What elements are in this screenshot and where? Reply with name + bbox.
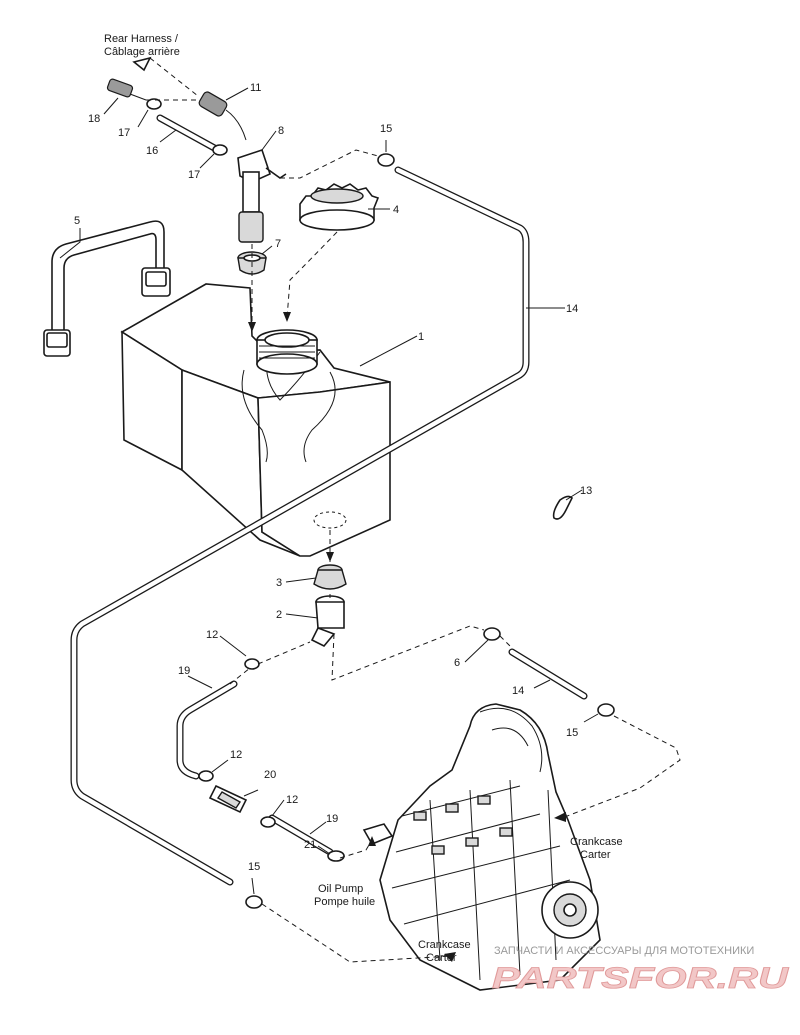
part-18-sensor <box>106 78 147 101</box>
crankcase-right-label-line1: Crankcase <box>570 836 623 848</box>
direction-arrows <box>132 56 566 962</box>
callout-3: 3 <box>276 577 282 589</box>
rear-harness-label-line1: Rear Harness / <box>104 33 179 45</box>
callout-12-a: 12 <box>206 629 218 641</box>
part-8-vent-fitting <box>237 148 287 243</box>
callout-2: 2 <box>276 609 282 621</box>
callout-12-b: 12 <box>230 749 242 761</box>
assembly-guide-lines <box>146 57 681 963</box>
callout-15-a: 15 <box>380 123 392 135</box>
callout-20: 20 <box>264 769 276 781</box>
callout-5: 5 <box>74 215 80 227</box>
callout-19-b: 19 <box>326 813 338 825</box>
rear-harness-label-line2: Câblage arrière <box>104 46 180 58</box>
callout-7: 7 <box>275 238 281 250</box>
part-3-outlet-grommet <box>313 564 347 590</box>
part-14-short-hose <box>508 648 588 700</box>
callout-numbers: 1 2 3 4 5 6 7 8 11 12 12 12 13 14 14 15 … <box>74 82 592 873</box>
part-20-inline-filter <box>208 784 248 814</box>
callout-13: 13 <box>580 485 592 497</box>
callout-6: 6 <box>454 657 460 669</box>
part-15-clamps <box>245 153 615 909</box>
callout-8: 8 <box>278 125 284 137</box>
callout-15-c: 15 <box>248 861 260 873</box>
callout-4: 4 <box>393 204 399 216</box>
callout-17-a: 17 <box>118 127 130 139</box>
callout-17-b: 17 <box>188 169 200 181</box>
part-13-clip <box>552 495 573 520</box>
part-5-strap <box>43 220 171 357</box>
callout-14-b: 14 <box>512 685 524 697</box>
part-1-oil-tank <box>120 283 391 557</box>
callout-15-b: 15 <box>566 727 578 739</box>
callout-18: 18 <box>88 113 100 125</box>
text-labels: Rear Harness / Câblage arrière Crankcase… <box>104 33 623 964</box>
part-4-tank-cap <box>299 183 380 231</box>
part-21-clamp <box>327 850 345 862</box>
crankcase-bottom-label-line2: Carter <box>426 952 457 964</box>
watermark-caption: ЗАПЧАСТИ И АКСЕССУАРЫ ДЛЯ МОТОТЕХНИКИ <box>494 945 754 957</box>
watermark-brand: PARTSFOR.RU <box>492 962 790 995</box>
part-19-oil-hoses <box>176 680 334 856</box>
crankcase-bottom-label-line1: Crankcase <box>418 939 471 951</box>
oil-pump-label-line2: Pompe huile <box>314 896 375 908</box>
callout-21: 21 <box>304 839 316 851</box>
callout-1: 1 <box>418 331 424 343</box>
callout-14-a: 14 <box>566 303 578 315</box>
callout-16: 16 <box>146 145 158 157</box>
part-16-vent-hose <box>156 114 222 154</box>
part-6-clamp <box>483 627 501 641</box>
oil-pump-label-line1: Oil Pump <box>318 883 363 895</box>
part-2-outlet-elbow <box>310 595 345 647</box>
part-11-vent-valve <box>198 91 247 141</box>
part-17-clamps <box>146 98 228 156</box>
watermark: ЗАПЧАСТИ И АКСЕССУАРЫ ДЛЯ МОТОТЕХНИКИ PA… <box>492 945 791 995</box>
callout-11: 11 <box>250 82 261 94</box>
part-14-oil-return-tube <box>70 166 530 886</box>
callout-12-c: 12 <box>286 794 298 806</box>
engine-crankcase <box>362 703 601 991</box>
callout-19-a: 19 <box>178 665 190 677</box>
callout-leaders <box>59 87 599 895</box>
crankcase-right-label-line2: Carter <box>580 849 611 861</box>
